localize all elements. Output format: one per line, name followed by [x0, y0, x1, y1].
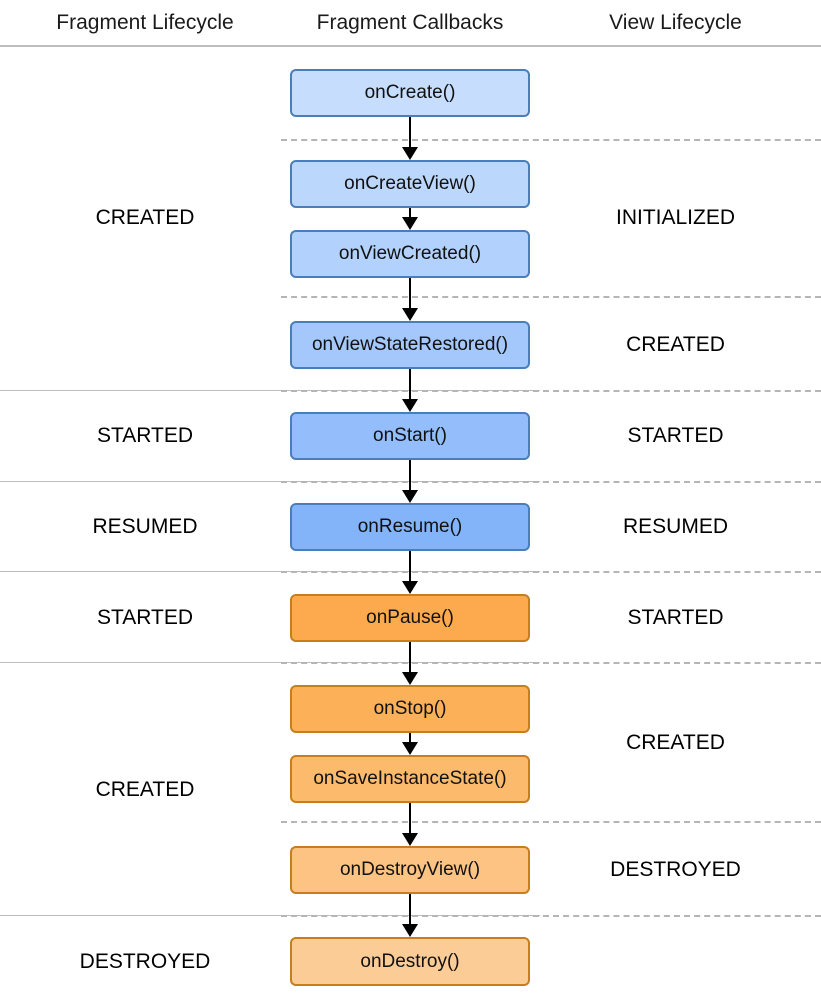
- flow-arrow-line: [409, 803, 411, 833]
- flow-arrow-line: [409, 369, 411, 399]
- column-header-view-lifecycle: View Lifecycle: [609, 11, 742, 34]
- view-lifecycle-divider: [281, 296, 821, 298]
- flow-arrow-head: [402, 217, 418, 230]
- flow-arrow-head: [402, 399, 418, 412]
- view-lifecycle-state: STARTED: [627, 606, 724, 629]
- flow-arrow-head: [402, 833, 418, 846]
- callback-box: onCreate(): [290, 69, 530, 117]
- flow-arrow-line: [409, 551, 411, 581]
- fragment-lifecycle-divider: [0, 571, 540, 572]
- fragment-lifecycle-state: STARTED: [96, 606, 194, 629]
- flow-arrow-head: [402, 672, 418, 685]
- column-header-fragment-lifecycle: Fragment Lifecycle: [56, 11, 234, 34]
- flow-arrow-line: [409, 460, 411, 490]
- callback-box: onViewCreated(): [290, 230, 530, 278]
- callback-box: onViewStateRestored(): [290, 321, 530, 369]
- flow-arrow-line: [409, 117, 411, 147]
- view-lifecycle-state: CREATED: [626, 731, 725, 754]
- flow-arrow-head: [402, 924, 418, 937]
- fragment-lifecycle-divider: [0, 915, 540, 916]
- callback-box: onStop(): [290, 685, 530, 733]
- view-lifecycle-state: DESTROYED: [610, 858, 741, 881]
- callback-box: onSaveInstanceState(): [290, 755, 530, 803]
- callback-box: onStart(): [290, 412, 530, 460]
- fragment-lifecycle-divider: [0, 481, 540, 482]
- fragment-lifecycle-state: CREATED: [95, 778, 195, 801]
- flow-arrow-line: [409, 733, 411, 742]
- view-lifecycle-divider: [281, 481, 821, 483]
- flow-arrow-head: [402, 147, 418, 160]
- view-lifecycle-divider: [281, 390, 821, 392]
- view-lifecycle-divider: [281, 571, 821, 573]
- callback-box: onDestroyView(): [290, 846, 530, 894]
- callback-box: onDestroy(): [290, 937, 530, 986]
- view-lifecycle-divider: [281, 662, 821, 664]
- callback-box: onPause(): [290, 594, 530, 642]
- fragment-lifecycle-state: DESTROYED: [79, 950, 211, 973]
- flow-arrow-line: [409, 278, 411, 308]
- callback-box: onResume(): [290, 503, 530, 551]
- view-lifecycle-divider: [281, 821, 821, 823]
- fragment-lifecycle-state: CREATED: [95, 206, 195, 229]
- column-header-fragment-callbacks: Fragment Callbacks: [316, 11, 504, 34]
- fragment-lifecycle-state: RESUMED: [92, 515, 198, 538]
- fragment-lifecycle-state: STARTED: [96, 424, 194, 447]
- flow-arrow-line: [409, 642, 411, 672]
- view-lifecycle-state: STARTED: [627, 424, 724, 447]
- fragment-lifecycle-divider: [0, 390, 540, 391]
- fragment-lifecycle-divider: [0, 662, 540, 663]
- flow-arrow-head: [402, 308, 418, 321]
- view-lifecycle-state: RESUMED: [622, 515, 728, 538]
- flow-arrow-line: [409, 208, 411, 217]
- callback-box: onCreateView(): [290, 160, 530, 208]
- header-divider: [0, 45, 821, 47]
- flow-arrow-head: [402, 490, 418, 503]
- flow-arrow-line: [409, 894, 411, 924]
- view-lifecycle-divider: [281, 139, 821, 141]
- view-lifecycle-state: INITIALIZED: [615, 206, 736, 229]
- flow-arrow-head: [402, 581, 418, 594]
- view-lifecycle-state: CREATED: [626, 333, 725, 356]
- view-lifecycle-divider: [281, 915, 821, 917]
- flow-arrow-head: [402, 742, 418, 755]
